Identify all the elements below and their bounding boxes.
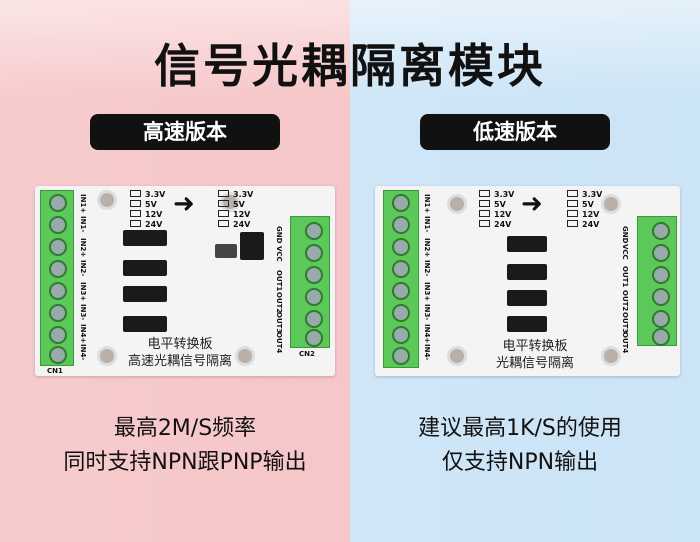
board-silkscreen: 电平转换板高速光耦信号隔离 (127, 337, 232, 369)
mount-hole (447, 194, 467, 214)
input-terminal-block (383, 190, 419, 368)
output-label-out4: OUT4 (621, 332, 629, 354)
output-label-out3: OUT3 (275, 312, 283, 334)
output-label-vcc: VCC (275, 246, 283, 262)
output-label-out1: OUT1 (621, 266, 629, 288)
input-label-in1n: IN1- (423, 216, 431, 233)
inductor (215, 244, 237, 258)
input-label-in3p: IN3+ (423, 282, 431, 302)
output-label-vcc: VCC (621, 244, 629, 260)
input-label-in2p: IN2+ (423, 238, 431, 258)
input-label-in3n: IN3- (79, 304, 87, 321)
input-label-in4p: IN4+ (79, 324, 87, 344)
output-label-out1: OUT1 (275, 270, 283, 292)
output-label-out2: OUT2 (275, 292, 283, 314)
input-label-in3n: IN3- (423, 304, 431, 321)
output-terminal-block (637, 216, 677, 346)
regulator (240, 232, 264, 260)
output-label-gnd: GND (621, 226, 629, 244)
board-silkscreen: 电平转换板光耦信号隔离 (495, 339, 574, 371)
output-label-out2: OUT2 (621, 290, 629, 312)
optocoupler-chip (507, 290, 547, 306)
optocoupler-chip (123, 316, 167, 332)
high-speed-caption: 最高2M/S频率同时支持NPN跟PNP输出 (63, 416, 307, 475)
mount-hole (97, 346, 117, 366)
low-speed-badge: 低速版本 (420, 114, 610, 150)
input-label-in1n: IN1- (79, 216, 87, 233)
input-label-in1p: IN1+ (79, 194, 87, 214)
input-label-in4n: IN4- (79, 344, 87, 361)
optocoupler-chip (123, 286, 167, 302)
high-speed-board: IN1+ IN1- IN2+ IN2- IN3+ IN3- IN4+ IN4- … (35, 186, 335, 376)
input-label-in4n: IN4- (423, 344, 431, 361)
high-speed-badge: 高速版本 (90, 114, 280, 150)
input-label-in2n: IN2- (79, 260, 87, 277)
input-label-in3p: IN3+ (79, 282, 87, 302)
optocoupler-chip (507, 236, 547, 252)
mount-hole (601, 346, 621, 366)
output-label-out4: OUT4 (275, 332, 283, 354)
output-terminal-block (290, 216, 330, 348)
low-speed-board: IN1+ IN1- IN2+ IN2- IN3+ IN3- IN4+ IN4- … (375, 186, 680, 376)
optocoupler-chip (123, 260, 167, 276)
optocoupler-chip (507, 264, 547, 280)
input-label-in4p: IN4+ (423, 324, 431, 344)
mount-hole (235, 346, 255, 366)
background-fade (0, 0, 700, 100)
input-label-in2p: IN2+ (79, 238, 87, 258)
mount-hole (601, 194, 621, 214)
arrow-right-icon: ➜ (521, 189, 543, 219)
output-label-out3: OUT3 (621, 312, 629, 334)
input-label-in2n: IN2- (423, 260, 431, 277)
input-terminal-block (40, 190, 74, 366)
optocoupler-chip (123, 230, 167, 246)
input-label-in1p: IN1+ (423, 194, 431, 214)
mount-hole (97, 190, 117, 210)
output-label-gnd: GND (275, 226, 283, 244)
low-speed-caption: 建议最高1K/S的使用仅支持NPN输出 (418, 416, 622, 475)
cn1-label: CN1 (47, 367, 63, 375)
arrow-right-icon: ➜ (173, 189, 195, 219)
mount-hole (447, 346, 467, 366)
optocoupler-chip (507, 316, 547, 332)
cn2-label: CN2 (299, 350, 315, 358)
page-title: 信号光耦隔离模块 (154, 39, 546, 93)
